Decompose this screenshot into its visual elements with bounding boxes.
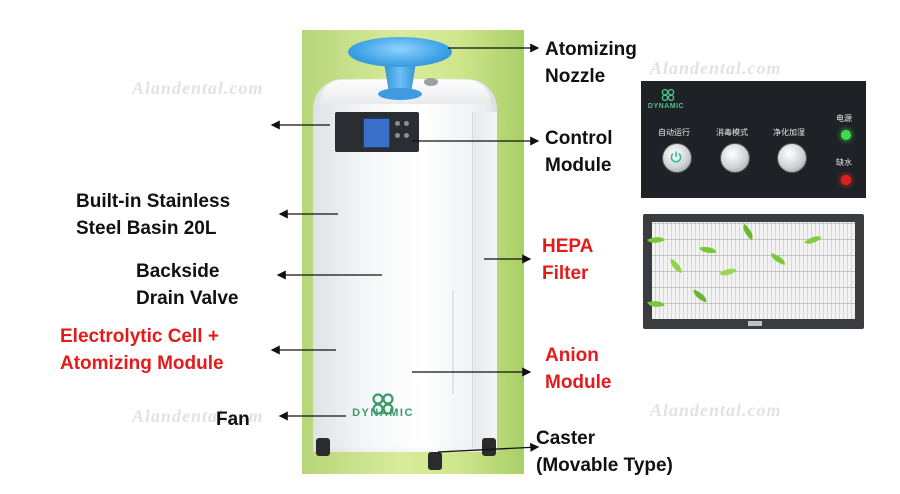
hepa-tag — [748, 321, 762, 326]
power-icon — [670, 151, 682, 163]
watermark: Alandental.com — [132, 78, 264, 98]
label-caster: Caster (Movable Type) — [536, 428, 673, 476]
label-fan: Fan — [216, 409, 250, 430]
label-control-module: Control Module — [545, 128, 613, 176]
device-display-screen — [363, 118, 390, 148]
disinfect-mode-knob — [720, 143, 750, 173]
panel-brand-text: DYNAMIC — [647, 103, 685, 110]
label-anion-module: Anion Module — [545, 345, 612, 393]
top-vent — [424, 78, 438, 86]
indicator-label: 缺水 — [836, 158, 852, 167]
caster-wheel — [316, 438, 330, 456]
power-led-icon — [841, 130, 851, 140]
panel-logo-icon — [661, 89, 675, 101]
caster-wheel — [428, 452, 442, 470]
label-hepa-filter: HEPA Filter — [542, 236, 594, 284]
auto-run-knob — [662, 143, 692, 173]
dynamic-logo-icon — [372, 393, 394, 415]
control-panel-background — [641, 81, 866, 198]
device-brand-text: DYNAMIC — [352, 407, 414, 419]
label-basin: Built-in Stainless Steel Basin 20L — [76, 191, 231, 239]
label-electrolytic-cell: Electrolytic Cell + Atomizing Module — [60, 326, 224, 374]
label-atomizing-nozzle: Atomizing Nozzle — [545, 39, 637, 87]
device-side-panel — [472, 112, 497, 448]
arrow-caster — [437, 442, 540, 453]
label-drain-valve: Backside Drain Valve — [136, 261, 239, 309]
nozzle-base — [378, 88, 422, 100]
caster-wheel — [482, 438, 496, 456]
device-control-dot — [395, 121, 400, 126]
watermark: Alandental.com — [132, 406, 264, 426]
panel-button-label: 自动运行 — [658, 128, 690, 137]
device-side-seam — [452, 290, 454, 394]
device-control-dot — [404, 133, 409, 138]
panel-button-label: 净化加湿 — [773, 128, 805, 137]
device-control-dot — [404, 121, 409, 126]
device-control-dot — [395, 133, 400, 138]
indicator-label: 电源 — [836, 114, 852, 123]
purify-humidify-knob — [777, 143, 807, 173]
nozzle-bowl — [348, 37, 452, 67]
watermark: Alandental.com — [650, 400, 782, 420]
watermark: Alandental.com — [650, 58, 782, 78]
water-shortage-led-icon — [841, 175, 851, 185]
panel-button-label: 消毒模式 — [716, 128, 748, 137]
